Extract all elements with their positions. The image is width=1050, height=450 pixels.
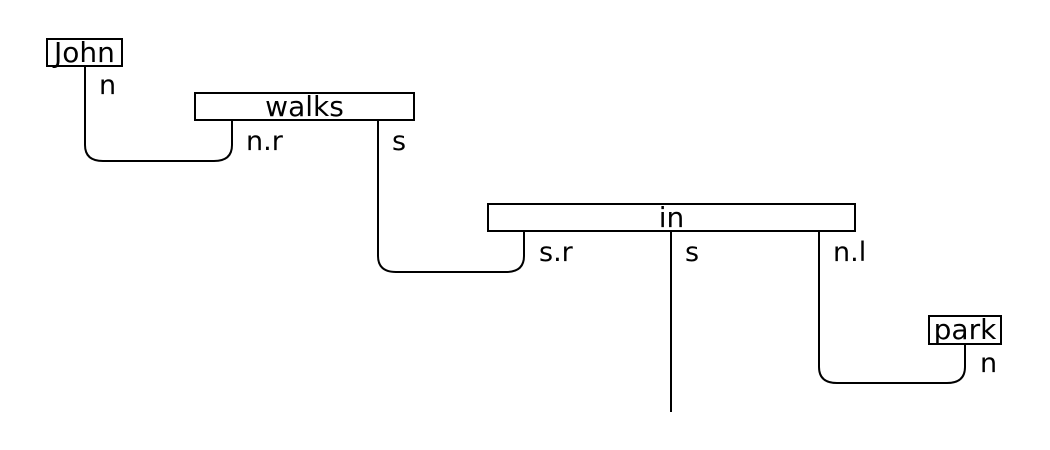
box-in: in (487, 201, 856, 234)
type-label-in-sr: s.r (539, 237, 574, 268)
type-label-in-nl: n.l (833, 237, 866, 268)
type-label-walks-s: s (392, 126, 406, 157)
type-label-walks-nr: n.r (246, 126, 284, 157)
box-john-label: John (52, 36, 115, 69)
box-walks: walks (194, 90, 415, 123)
wire-john-n-to-walks-nr (84, 66, 233, 162)
wire-walks-s-to-in-sr (377, 120, 525, 273)
box-park: park (928, 313, 1002, 346)
type-label-park-n: n (980, 348, 997, 379)
box-in-label: in (659, 201, 685, 234)
type-label-in-s: s (685, 237, 699, 268)
box-john: John (46, 36, 123, 69)
box-walks-label: walks (265, 90, 344, 123)
box-park-label: park (934, 313, 997, 346)
type-label-john-n: n (99, 70, 116, 101)
wire-in-nl-to-park-n (818, 231, 966, 384)
